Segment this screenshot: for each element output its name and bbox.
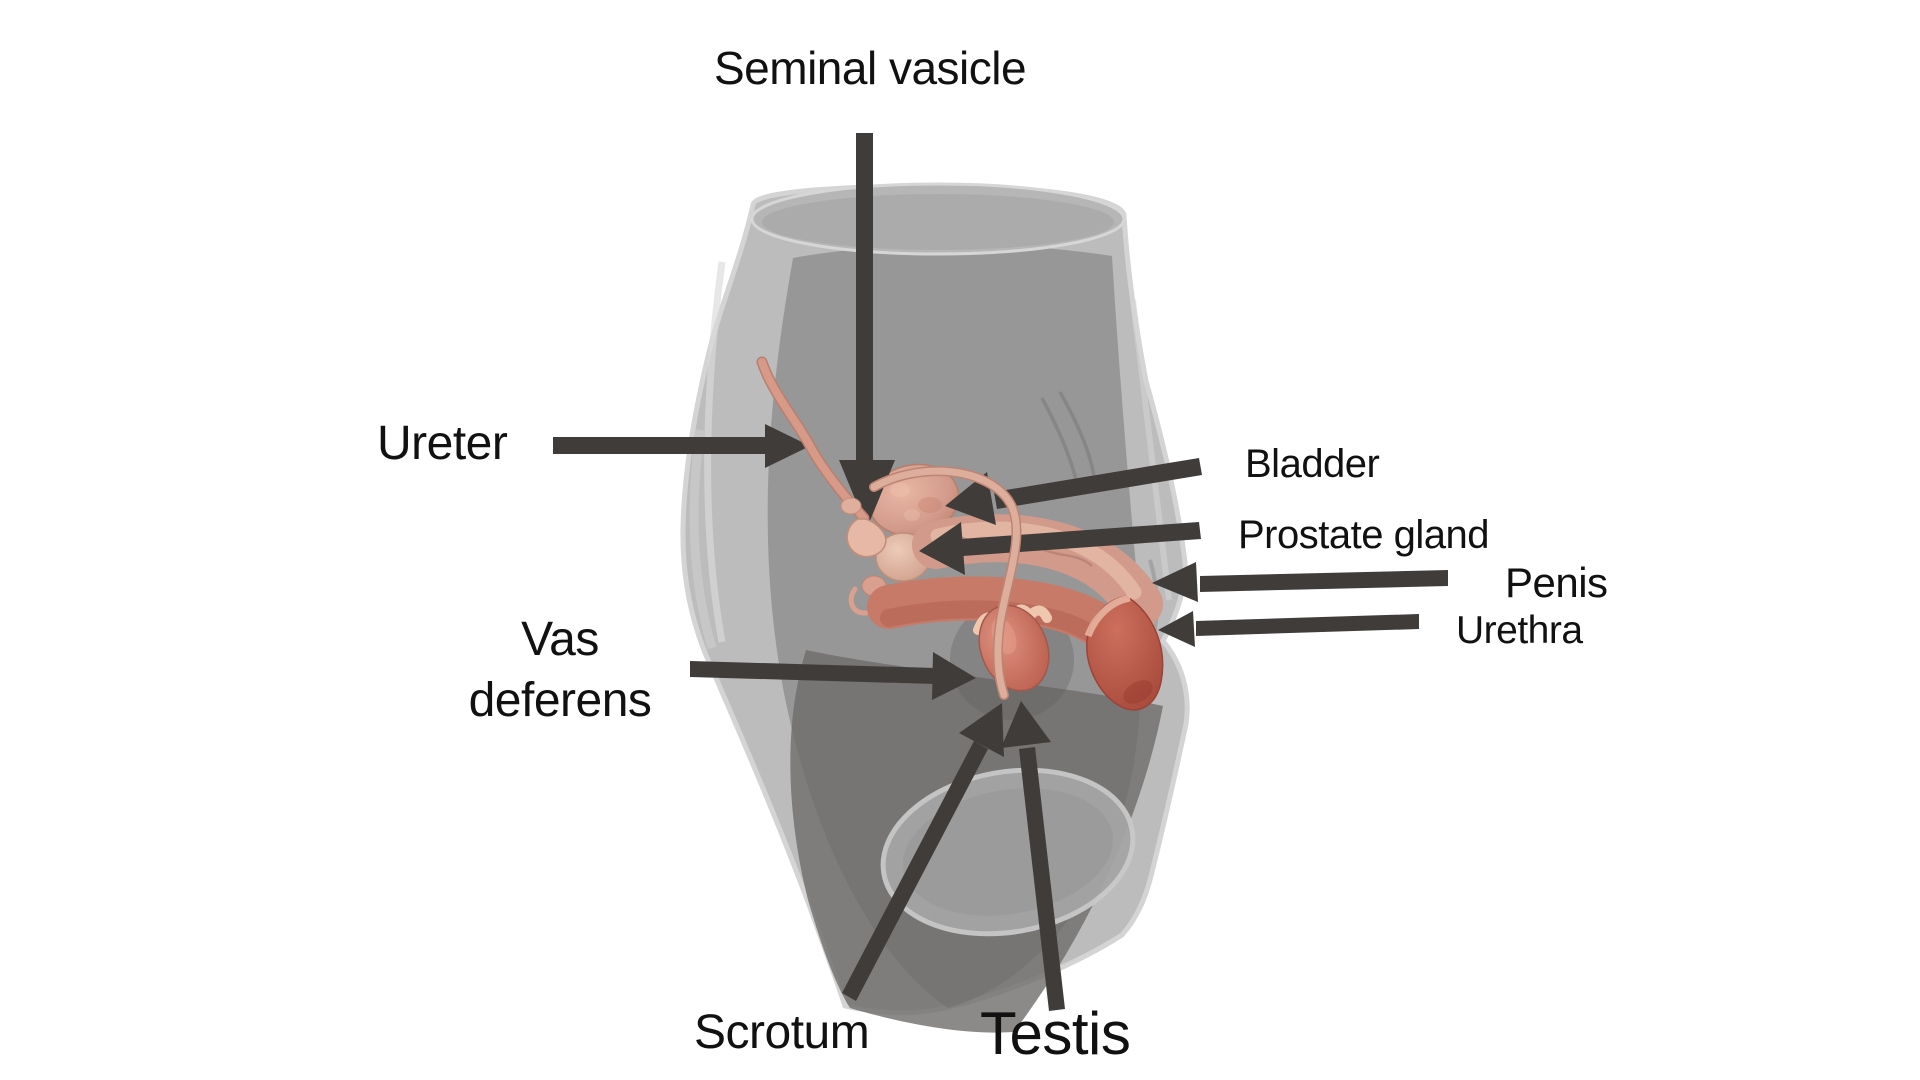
hip-crease-2 xyxy=(1058,391,1096,477)
arrow-bladder-shaft xyxy=(994,458,1202,509)
seminal-vesicle-hook xyxy=(840,497,862,515)
arrow-prostate-head xyxy=(919,522,965,575)
bladder-texture-3 xyxy=(904,509,920,521)
label-urethra: Urethra xyxy=(1456,609,1583,652)
label-ureter: Ureter xyxy=(377,417,508,470)
glans-collar xyxy=(1084,594,1131,638)
arrow-prostate-shaft xyxy=(961,522,1201,556)
arrow-scrotum-head xyxy=(959,703,1004,757)
epididymis-loop xyxy=(848,586,869,616)
arrow-urethra-head xyxy=(1158,611,1195,647)
arrow-seminal-vesicle-shaft xyxy=(856,133,873,465)
ducts xyxy=(756,356,1022,700)
label-scrotum: Scrotum xyxy=(694,1006,870,1059)
arrow-ureter xyxy=(553,424,810,468)
torso-highlight-buttock xyxy=(689,429,717,650)
glans-tip-shade xyxy=(1123,680,1153,704)
seminal-vesicle-organ xyxy=(846,518,887,558)
label-testis: Testis xyxy=(980,1000,1131,1067)
arrow-testis-head xyxy=(1001,701,1051,748)
waist-cut-inner xyxy=(762,194,1114,250)
arrow-prostate xyxy=(919,522,1201,575)
arrow-seminal-vesicle-head xyxy=(839,460,895,528)
label-penis: Penis xyxy=(1505,559,1608,606)
arrow-ureter-shaft xyxy=(553,437,767,454)
hip-crease-1 xyxy=(1040,397,1078,481)
arrow-penis-head xyxy=(1152,562,1198,602)
bladder-texture-1 xyxy=(890,483,910,497)
arrow-urethra xyxy=(1158,611,1419,647)
arrow-ureter-head xyxy=(765,424,810,468)
arrow-vas-deferens-head xyxy=(932,652,976,700)
leg-cut-inner xyxy=(903,788,1113,916)
arrow-vas-deferens xyxy=(690,652,976,700)
arrow-seminal-vesicle xyxy=(839,133,895,528)
arrow-penis xyxy=(1152,562,1448,602)
label-vas-deferens: Vas deferens xyxy=(468,613,652,727)
label-seminal-vesicle: Seminal vasicle xyxy=(714,42,1027,94)
arrow-testis-shaft xyxy=(1019,747,1065,1011)
arrow-scrotum-shaft xyxy=(842,741,988,1001)
label-bladder: Bladder xyxy=(1245,442,1380,486)
arrows xyxy=(553,133,1448,1011)
bladder-texture-2 xyxy=(918,497,942,513)
arrow-urethra-shaft xyxy=(1196,614,1419,636)
arrow-penis-shaft xyxy=(1200,570,1448,592)
vas-deferens-duct xyxy=(870,467,1020,699)
arrow-vas-deferens-shaft xyxy=(690,661,936,684)
torso-highlight-right xyxy=(1130,299,1172,601)
label-prostate-gland: Prostate gland xyxy=(1238,513,1489,557)
arrow-scrotum xyxy=(842,703,1004,1001)
arrow-testis xyxy=(1001,701,1065,1011)
